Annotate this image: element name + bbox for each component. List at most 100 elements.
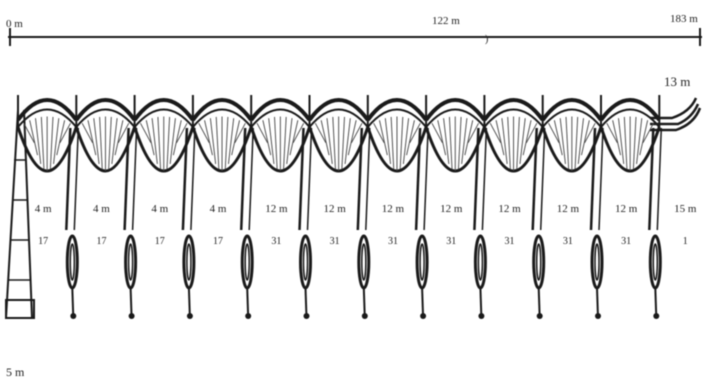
bay-label-bottom: 31 — [505, 236, 515, 247]
hatch-line — [81, 123, 94, 144]
arch-bay — [424, 95, 487, 173]
leg-ring-inner — [186, 243, 192, 281]
arch-bay — [307, 95, 370, 173]
leg-line — [248, 127, 254, 231]
hatch-line — [467, 123, 479, 144]
leg-tail — [304, 287, 308, 319]
leg-line — [414, 127, 422, 231]
hatch-line — [29, 120, 38, 156]
arch-top — [191, 98, 253, 122]
leg-line — [298, 127, 305, 231]
scale-mark-middle: ) — [485, 34, 488, 45]
leg-ring-inner — [69, 243, 76, 281]
hatch-line — [99, 116, 103, 170]
leg-ring-inner — [302, 243, 309, 281]
hatch-line — [53, 118, 60, 165]
leg-line — [123, 127, 130, 231]
leg-foot — [653, 313, 660, 319]
hatch-line — [341, 116, 345, 170]
bay-label-top: 12 m — [440, 203, 463, 215]
hatch-line — [623, 116, 628, 170]
arch-top-inner — [600, 108, 661, 128]
hatch-line — [379, 120, 388, 156]
bay-label-bottom: 31 — [330, 236, 340, 247]
bay-label-top: 12 m — [615, 203, 638, 215]
hatch-line — [262, 120, 272, 156]
hatch-line — [151, 118, 158, 165]
hatch-line — [574, 116, 579, 170]
hatch-line — [351, 123, 363, 144]
arch-top-inner — [133, 108, 194, 128]
arch-bay — [366, 95, 428, 173]
leg-line — [65, 127, 72, 231]
leg-tail — [537, 287, 541, 319]
leg-tail — [129, 287, 133, 319]
leg-ring-inner — [652, 243, 659, 281]
leg-line — [531, 127, 538, 231]
arch-top-inner — [250, 108, 311, 128]
leg-line — [656, 127, 663, 231]
bay-label-top: 12 m — [323, 203, 346, 215]
leg-line — [73, 127, 80, 231]
hanging-leg — [648, 127, 663, 319]
hatch-line — [49, 116, 54, 170]
hatch-line — [204, 120, 213, 156]
hatch-line — [198, 123, 210, 144]
hanging-leg — [473, 127, 488, 319]
leg-line — [365, 127, 371, 231]
bay-label-top: 12 m — [557, 203, 580, 215]
hatch-line — [224, 116, 229, 170]
leg-tail — [187, 287, 191, 319]
hanging-leg — [65, 127, 80, 319]
leg-ring-inner — [127, 243, 134, 281]
arch-top-inner — [425, 108, 486, 128]
bay-label-top: 12 m — [265, 203, 288, 215]
hatch-line — [559, 118, 566, 165]
hatch-line — [114, 120, 124, 156]
hatch-line — [390, 116, 395, 170]
arch-top — [424, 98, 487, 122]
hatch-line — [406, 120, 415, 156]
hanging-leg — [589, 127, 604, 319]
hatch-line — [565, 116, 570, 170]
hatch-line — [632, 116, 637, 170]
arch-top — [366, 98, 428, 122]
hatch-line — [402, 118, 410, 165]
hatch-line — [209, 118, 217, 165]
hatch-line — [289, 120, 299, 156]
hatch-line — [464, 120, 474, 156]
hatch-line — [618, 118, 625, 165]
leg-tail — [71, 287, 75, 319]
hatch-line — [522, 120, 532, 156]
leg-line — [131, 127, 138, 231]
leg-foot — [70, 313, 77, 319]
hanging-leg — [123, 127, 138, 319]
leg-line — [239, 127, 247, 231]
arch-bay — [132, 95, 195, 173]
arch-top-inner — [17, 108, 78, 128]
hatch-line — [448, 116, 453, 170]
hatch-line — [399, 116, 404, 170]
hanging-leg — [414, 127, 429, 319]
hatch-line — [489, 123, 502, 144]
hatch-line — [176, 123, 188, 144]
arch-top-inner — [308, 108, 369, 128]
leg-line — [648, 127, 655, 231]
arch-top — [132, 98, 195, 122]
hatch-line — [231, 120, 240, 156]
leg-foot — [595, 313, 601, 319]
leg-line — [181, 127, 189, 231]
end-label-right: 13 m — [664, 74, 690, 89]
leg-foot — [186, 313, 193, 319]
arch-bay — [74, 95, 137, 173]
hatch-line — [111, 118, 118, 165]
hatch-line — [87, 120, 97, 156]
hatch-line — [56, 120, 66, 156]
arch-top — [599, 98, 661, 122]
arch-top-inner — [483, 108, 544, 128]
hanging-leg — [531, 127, 546, 319]
leg-line — [589, 127, 597, 231]
arch-bay — [249, 95, 312, 173]
left-tower-base — [5, 299, 35, 319]
